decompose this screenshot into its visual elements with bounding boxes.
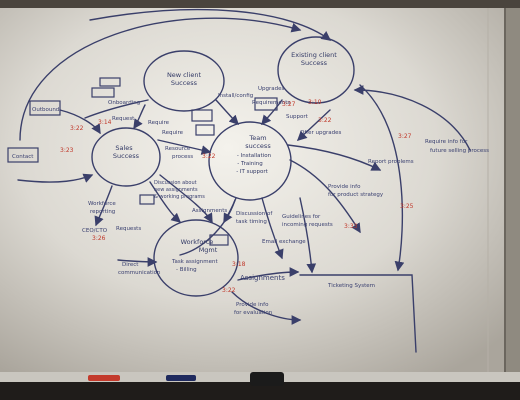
box-b	[191, 109, 213, 122]
box-c	[195, 124, 215, 136]
label-email-exchange: Email exchange	[262, 239, 306, 245]
label-process: process	[172, 154, 193, 160]
red-mark-2: 3:23	[60, 147, 74, 154]
label-offer-upgrades: Offer upgrades	[300, 130, 341, 136]
label-assignments-2: Assignments	[240, 274, 285, 282]
label-reporting: reporting	[90, 209, 115, 215]
box-a	[254, 97, 278, 111]
label-require-2: Require	[162, 130, 184, 136]
board-surface	[0, 8, 506, 376]
label-provide-info-eval: Provide info	[236, 302, 269, 308]
red-mark-10: 3:33	[344, 223, 358, 230]
node-sales-line1: Sales	[115, 144, 133, 152]
label-task-timing: task timing	[236, 219, 267, 225]
label-discussion-of: Discussion of	[236, 211, 273, 217]
label-working-programs: & working programs	[154, 194, 205, 200]
label-onboarding: Onboarding	[108, 100, 140, 106]
box-inbound	[7, 147, 39, 163]
red-mark-9: 3:25	[400, 203, 414, 210]
label-product-strategy: for product strategy	[328, 192, 384, 198]
node-new-client-circle	[143, 50, 225, 112]
node-workforce-line1: Workforce	[181, 238, 214, 246]
label-workforce: Workforce	[88, 201, 116, 207]
red-mark-6: 3:22	[318, 117, 332, 124]
label-discussion-about: Discussion about	[154, 180, 197, 186]
label-require: Require	[148, 120, 170, 126]
red-mark-4: 3:27	[282, 101, 296, 108]
red-mark-3: 3:14	[98, 119, 112, 126]
label-billing: - Billing	[176, 267, 197, 273]
ticketing-box	[299, 274, 417, 353]
red-mark-12: 3:26	[92, 235, 106, 242]
label-provide-info: Provide info	[328, 184, 361, 190]
node-sales-line2: Success	[113, 152, 140, 160]
node-existing-client-circle	[277, 36, 355, 104]
node-new-client-line2: Success	[171, 79, 198, 87]
red-mark-1: 3:22	[70, 125, 84, 132]
label-request: Request	[112, 116, 135, 122]
box-f	[91, 87, 115, 98]
label-future-selling: future selling process	[430, 148, 489, 154]
label-assignments: Assignments	[192, 208, 227, 214]
blue-marker	[166, 375, 196, 381]
label-outbound: Outbound	[32, 107, 59, 113]
label-install-config: Install/config	[218, 93, 253, 99]
label-new-assignments: new assignments	[154, 187, 198, 193]
node-sales-circle	[91, 127, 161, 187]
label-ticketing-system: Ticketing System	[327, 283, 375, 289]
node-team-line2: success	[245, 142, 271, 150]
box-g	[99, 77, 121, 87]
node-workforce-line2: Mgmt	[199, 246, 218, 254]
node-team-line4: - Training	[237, 161, 262, 167]
label-upgrades: Upgrades	[258, 86, 285, 92]
node-new-client-line1: New client	[167, 71, 202, 79]
label-require-info: Require info for	[425, 139, 468, 145]
red-mark-13: 3:22	[222, 287, 236, 294]
eraser	[250, 372, 284, 386]
label-resource: Resource	[165, 146, 191, 152]
red-mark-8: 3:22	[202, 153, 216, 160]
label-requirements: Requirements	[252, 100, 290, 106]
node-team-line5: - IT support	[236, 169, 268, 175]
red-marker	[88, 375, 120, 381]
label-contact: Contact	[12, 154, 34, 160]
box-d	[139, 194, 155, 205]
label-communication: communication	[118, 270, 161, 276]
label-for-evaluation: for evaluation	[234, 310, 273, 316]
label-incoming-requests: incoming requests	[282, 222, 333, 228]
label-direct: Direct	[122, 262, 139, 268]
label-support: Support	[286, 114, 309, 120]
node-existing-client-line1: Existing client	[291, 51, 337, 59]
node-team-line3: - Installation	[237, 153, 272, 159]
red-mark-11: 3:18	[232, 261, 246, 268]
label-report-problems: Report problems	[368, 159, 414, 165]
red-mark-5: 3:10	[308, 99, 322, 106]
node-existing-client-line2: Success	[301, 59, 328, 67]
red-mark-7: 3:27	[398, 133, 412, 140]
box-outbound	[29, 100, 61, 116]
node-team-line1: Team	[248, 134, 266, 142]
box-e	[209, 234, 229, 246]
label-task-assignment: Task assignment	[171, 259, 218, 265]
label-guidelines: Guidelines for	[282, 214, 321, 220]
label-ceo-cto: CEO/CTO	[82, 228, 108, 234]
label-requests: Requests	[116, 226, 141, 232]
